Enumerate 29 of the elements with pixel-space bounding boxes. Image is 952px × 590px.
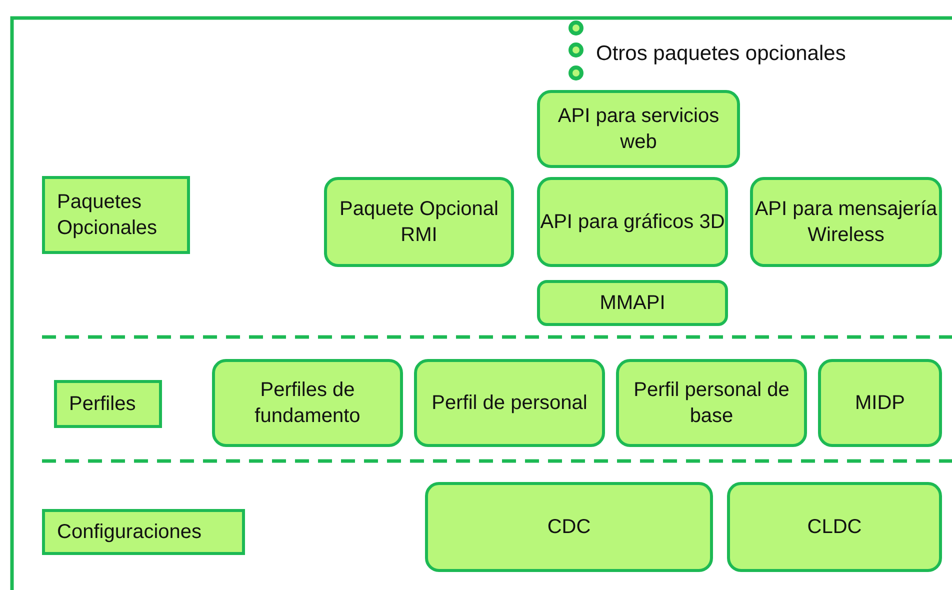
node-label: API para gráficos 3D (540, 210, 725, 235)
component-box (537, 280, 728, 326)
node-label: API para mensajería Wireless (754, 197, 938, 248)
component-box (537, 177, 728, 267)
node-label: CLDC (807, 515, 862, 540)
component-box (537, 90, 740, 168)
category-box (42, 509, 245, 555)
node-label: Perfiles (69, 392, 136, 417)
node-label: Perfil de personal (432, 391, 588, 416)
component-box (425, 482, 713, 572)
node-label: Perfil personal de base (632, 378, 790, 429)
component-box (212, 359, 403, 447)
node-label: CDC (547, 515, 591, 540)
node-label: Paquetes Opcionales (57, 190, 158, 241)
component-box (616, 359, 807, 447)
category-box (42, 176, 190, 254)
node-label: Perfiles de fundamento (254, 378, 362, 429)
node-label: MIDP (855, 391, 905, 416)
component-box (750, 177, 942, 267)
component-box (414, 359, 605, 447)
component-box (818, 359, 942, 447)
node-label: MMAPI (600, 291, 666, 316)
category-box (54, 380, 162, 428)
component-box (727, 482, 942, 572)
component-box (324, 177, 514, 267)
node-label: Paquete Opcional RMI (338, 197, 500, 248)
annotation-text: Otros paquetes opcionales (596, 42, 846, 66)
node-label: Configuraciones (57, 520, 202, 545)
node-label: API para servicios web (556, 104, 720, 155)
